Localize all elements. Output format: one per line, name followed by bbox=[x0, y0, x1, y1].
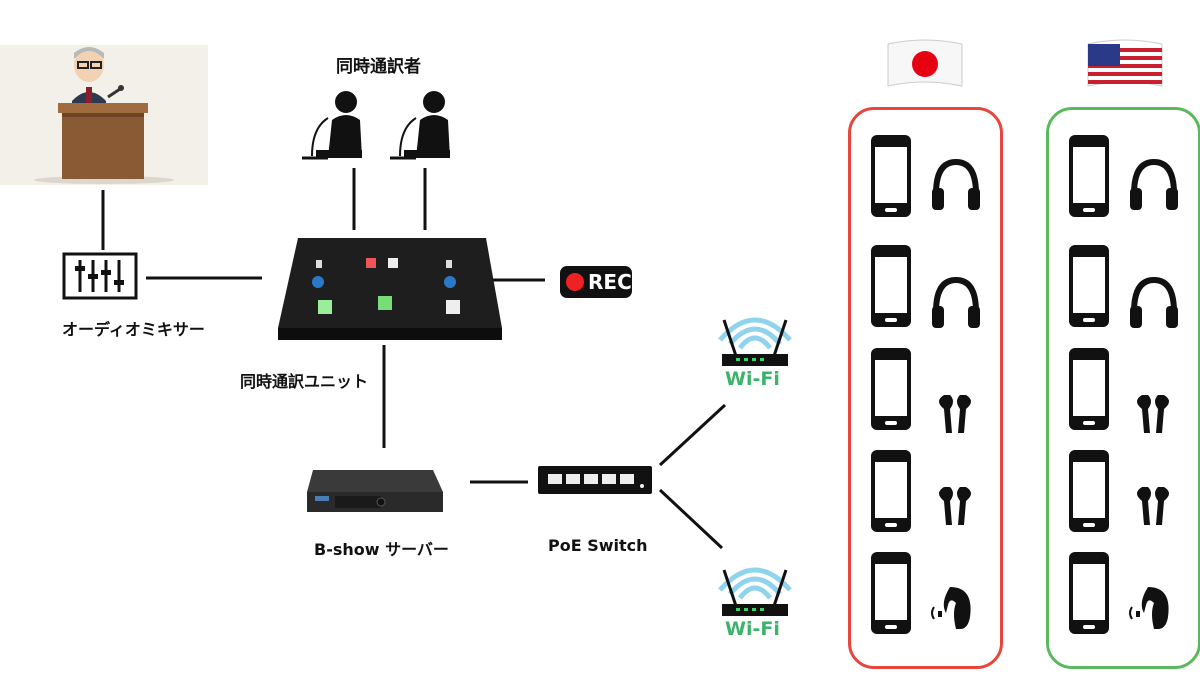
interpretation-unit-device bbox=[278, 238, 502, 340]
japan-headphones-2-icon bbox=[932, 280, 980, 328]
japanese-listener-group bbox=[848, 107, 1003, 669]
wifi-bottom-label: Wi-Fi bbox=[725, 618, 780, 640]
usa-phone-1-icon bbox=[1069, 135, 1109, 217]
japan-earbuds-2-icon bbox=[939, 487, 971, 525]
audio-mixer-icon bbox=[62, 252, 138, 300]
unit-label: 同時通訳ユニット bbox=[240, 372, 369, 391]
usa-flag-icon bbox=[1087, 39, 1163, 87]
record-dot-icon bbox=[566, 273, 584, 291]
japan-phone-5-icon bbox=[871, 552, 911, 634]
wifi-router-bottom-icon bbox=[718, 567, 792, 616]
interpreters-label: 同時通訳者 bbox=[336, 57, 421, 77]
interpreter-1-icon bbox=[302, 91, 362, 160]
japan-phone-2-icon bbox=[871, 245, 911, 327]
poe-switch-device bbox=[538, 466, 652, 494]
mixer-label: オーディオミキサー bbox=[62, 320, 205, 339]
wifi-top-label: Wi-Fi bbox=[725, 368, 780, 390]
usa-earbuds-2-icon bbox=[1137, 487, 1169, 525]
usa-phone-5-icon bbox=[1069, 552, 1109, 634]
japan-hearing-aid-icon bbox=[931, 586, 972, 630]
japan-phone-3-icon bbox=[871, 348, 911, 430]
switch-label: PoE Switch bbox=[548, 536, 648, 555]
usa-hearing-aid-icon bbox=[1129, 586, 1170, 630]
japan-phone-1-icon bbox=[871, 135, 911, 217]
japan-headphones-1-icon bbox=[932, 162, 980, 210]
wifi-router-top-icon bbox=[718, 317, 792, 366]
speaker-podium-illustration bbox=[0, 45, 208, 185]
japan-flag-icon bbox=[887, 39, 963, 87]
usa-headphones-2-icon bbox=[1130, 280, 1178, 328]
usa-earbuds-1-icon bbox=[1137, 395, 1169, 433]
english-listener-group bbox=[1046, 107, 1200, 669]
japan-earbuds-1-icon bbox=[939, 395, 971, 433]
server-label: B-show サーバー bbox=[314, 540, 449, 559]
rec-label: REC bbox=[588, 270, 632, 294]
usa-phone-2-icon bbox=[1069, 245, 1109, 327]
usa-phone-4-icon bbox=[1069, 450, 1109, 532]
bshow-server-device bbox=[307, 470, 443, 512]
usa-headphones-1-icon bbox=[1130, 162, 1178, 210]
rec-badge: REC bbox=[560, 266, 632, 298]
usa-phone-3-icon bbox=[1069, 348, 1109, 430]
japan-phone-4-icon bbox=[871, 450, 911, 532]
interpreter-2-icon bbox=[390, 91, 450, 160]
